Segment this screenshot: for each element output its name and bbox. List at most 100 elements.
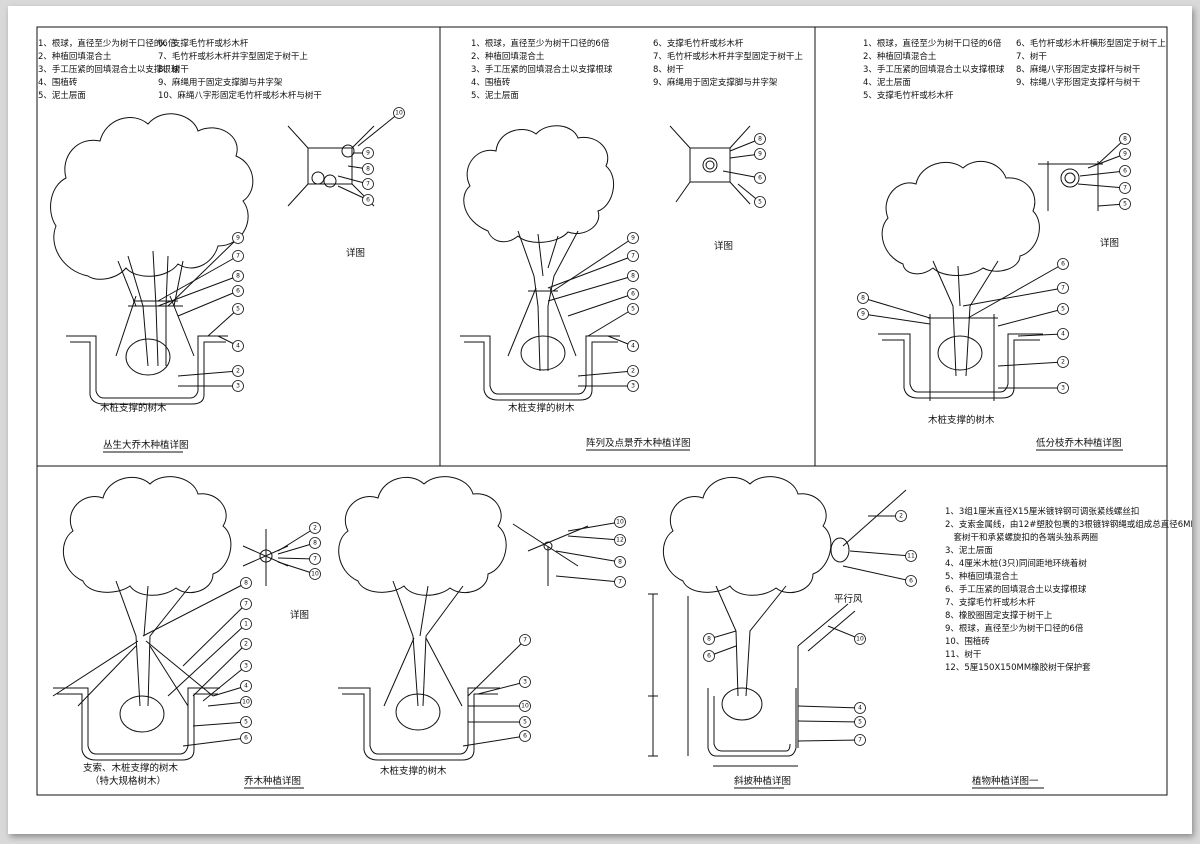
callout-number: 5	[236, 306, 240, 313]
callout-leader	[997, 361, 1064, 367]
callout-leader	[567, 535, 621, 541]
callout-circle	[232, 250, 244, 262]
p2-note-4: 4、围植砖	[471, 77, 511, 88]
p1-title: 丛生大乔木种植详图	[103, 439, 189, 451]
callout-circle	[627, 250, 639, 262]
panel-low-branch-tree: 1、根球，直径至少为树干口径的6倍 2、种植回填混合土 3、手工压紧的回填混合土…	[863, 38, 1166, 451]
callout-circle	[1119, 182, 1131, 194]
planting-detail-drawing: 1、根球，直径至少为树干口径的6倍 2、种植回填混合土 3、手工压紧的回填混合土…	[36, 26, 1192, 796]
root-ball	[119, 695, 165, 733]
p2-title: 阵列及点景乔木种植详图	[586, 437, 691, 449]
tree-trunk	[932, 260, 999, 377]
callout-circle	[519, 700, 531, 712]
callout-circle	[754, 133, 766, 145]
callout-number: 7	[313, 556, 317, 563]
trunk-section	[323, 174, 337, 188]
callout-number: 2	[244, 641, 248, 648]
callout-number: 10	[856, 636, 864, 643]
callout-number: 8	[244, 580, 248, 587]
p4-title: 乔木种植详图	[244, 775, 301, 787]
callout-number: 8	[758, 136, 762, 143]
callout-leader	[567, 521, 621, 532]
callout-number: 6	[1123, 168, 1127, 175]
p3-detail-label: 详图	[1100, 237, 1119, 249]
callout-leader	[862, 313, 931, 325]
trunk-section	[1060, 168, 1080, 188]
tree-canopy	[62, 476, 232, 596]
callout-circle	[240, 732, 252, 744]
callout-circle	[232, 270, 244, 282]
callout-leader	[555, 575, 621, 583]
callout-number: 5	[1123, 201, 1127, 208]
callout-circle	[362, 194, 374, 206]
callout-circle	[754, 172, 766, 184]
p2-note-8: 8、树干	[653, 64, 684, 75]
p2-note-2: 2、种植回填混合土	[471, 51, 545, 62]
p2-caption: 木桩支撑的树木	[508, 402, 575, 414]
callout-circle	[854, 633, 866, 645]
callout-number: 5	[523, 719, 527, 726]
callout-number: 6	[631, 291, 635, 298]
p1-note-4: 4、围植砖	[38, 77, 78, 88]
p1-note-6: 6、支撑毛竹杆或杉木杆	[158, 38, 249, 49]
callout-circle	[703, 633, 715, 645]
tree-canopy	[463, 125, 615, 243]
callout-number: 8	[313, 540, 317, 547]
callout-circle	[614, 516, 626, 528]
callout-leader	[547, 275, 634, 302]
callout-circle	[1119, 165, 1131, 177]
callout-leader	[277, 561, 316, 575]
dimension-lines	[648, 593, 798, 767]
support-stakes	[383, 637, 463, 707]
callout-circle	[240, 696, 252, 708]
callout-leader	[587, 308, 634, 337]
p6-title: 斜披种植详图	[734, 775, 791, 787]
p7-note-4: 4、4厘米木桩(3只)同间距地环绕着树	[945, 558, 1087, 569]
p3-note-6: 6、毛竹杆或杉木杆横形型固定于树干上	[1016, 38, 1166, 49]
p3-caption: 木桩支撑的树木	[928, 414, 995, 426]
callout-circle	[1119, 148, 1131, 160]
callout-number: 5	[631, 306, 635, 313]
callout-number: 5	[1061, 306, 1065, 313]
p7-note-5: 5、种植回填混合土	[945, 571, 1019, 582]
callout-number: 4	[244, 683, 248, 690]
trunk-section	[341, 144, 355, 158]
callout-number: 6	[236, 288, 240, 295]
p2-detail-label: 详图	[714, 240, 733, 252]
p2-note-5: 5、泥土层面	[471, 90, 519, 101]
callout-number: 4	[631, 343, 635, 350]
callout-number: 3	[1061, 385, 1065, 392]
p1-note-8: 8、树干	[158, 64, 189, 75]
callout-circle	[1057, 258, 1069, 270]
callout-leader	[157, 275, 239, 307]
callout-circle	[703, 650, 715, 662]
callout-leader	[849, 550, 912, 557]
callout-number: 2	[899, 513, 903, 520]
tree-trunk	[715, 585, 787, 697]
guy-wires	[52, 640, 214, 707]
callout-leader	[357, 112, 400, 147]
p7-title: 植物种植详图一	[972, 775, 1039, 787]
callout-circle	[627, 270, 639, 282]
callout-leader	[1077, 183, 1126, 189]
callout-number: 9	[366, 150, 370, 157]
callout-number: 8	[236, 273, 240, 280]
callout-circle	[854, 702, 866, 714]
detail-frame	[689, 147, 731, 183]
callout-leader	[207, 308, 239, 337]
callout-markers: 9786542310987697865423896567542389896758…	[142, 107, 1131, 747]
p3-note-5: 5、支撑毛竹杆或杉木杆	[863, 90, 954, 101]
callout-circle	[1057, 303, 1069, 315]
callout-circle	[309, 522, 321, 534]
callout-number: 8	[861, 295, 865, 302]
anchor-loop	[830, 537, 850, 563]
callout-number: 9	[861, 311, 865, 318]
callout-leader	[207, 701, 247, 707]
callout-circle	[362, 147, 374, 159]
callout-number: 10	[395, 110, 403, 117]
callout-circle	[240, 680, 252, 692]
tree-canopy	[662, 476, 832, 596]
p4-detail-label: 详图	[290, 609, 309, 621]
callout-leader	[962, 287, 1064, 307]
callout-circle	[1057, 382, 1069, 394]
